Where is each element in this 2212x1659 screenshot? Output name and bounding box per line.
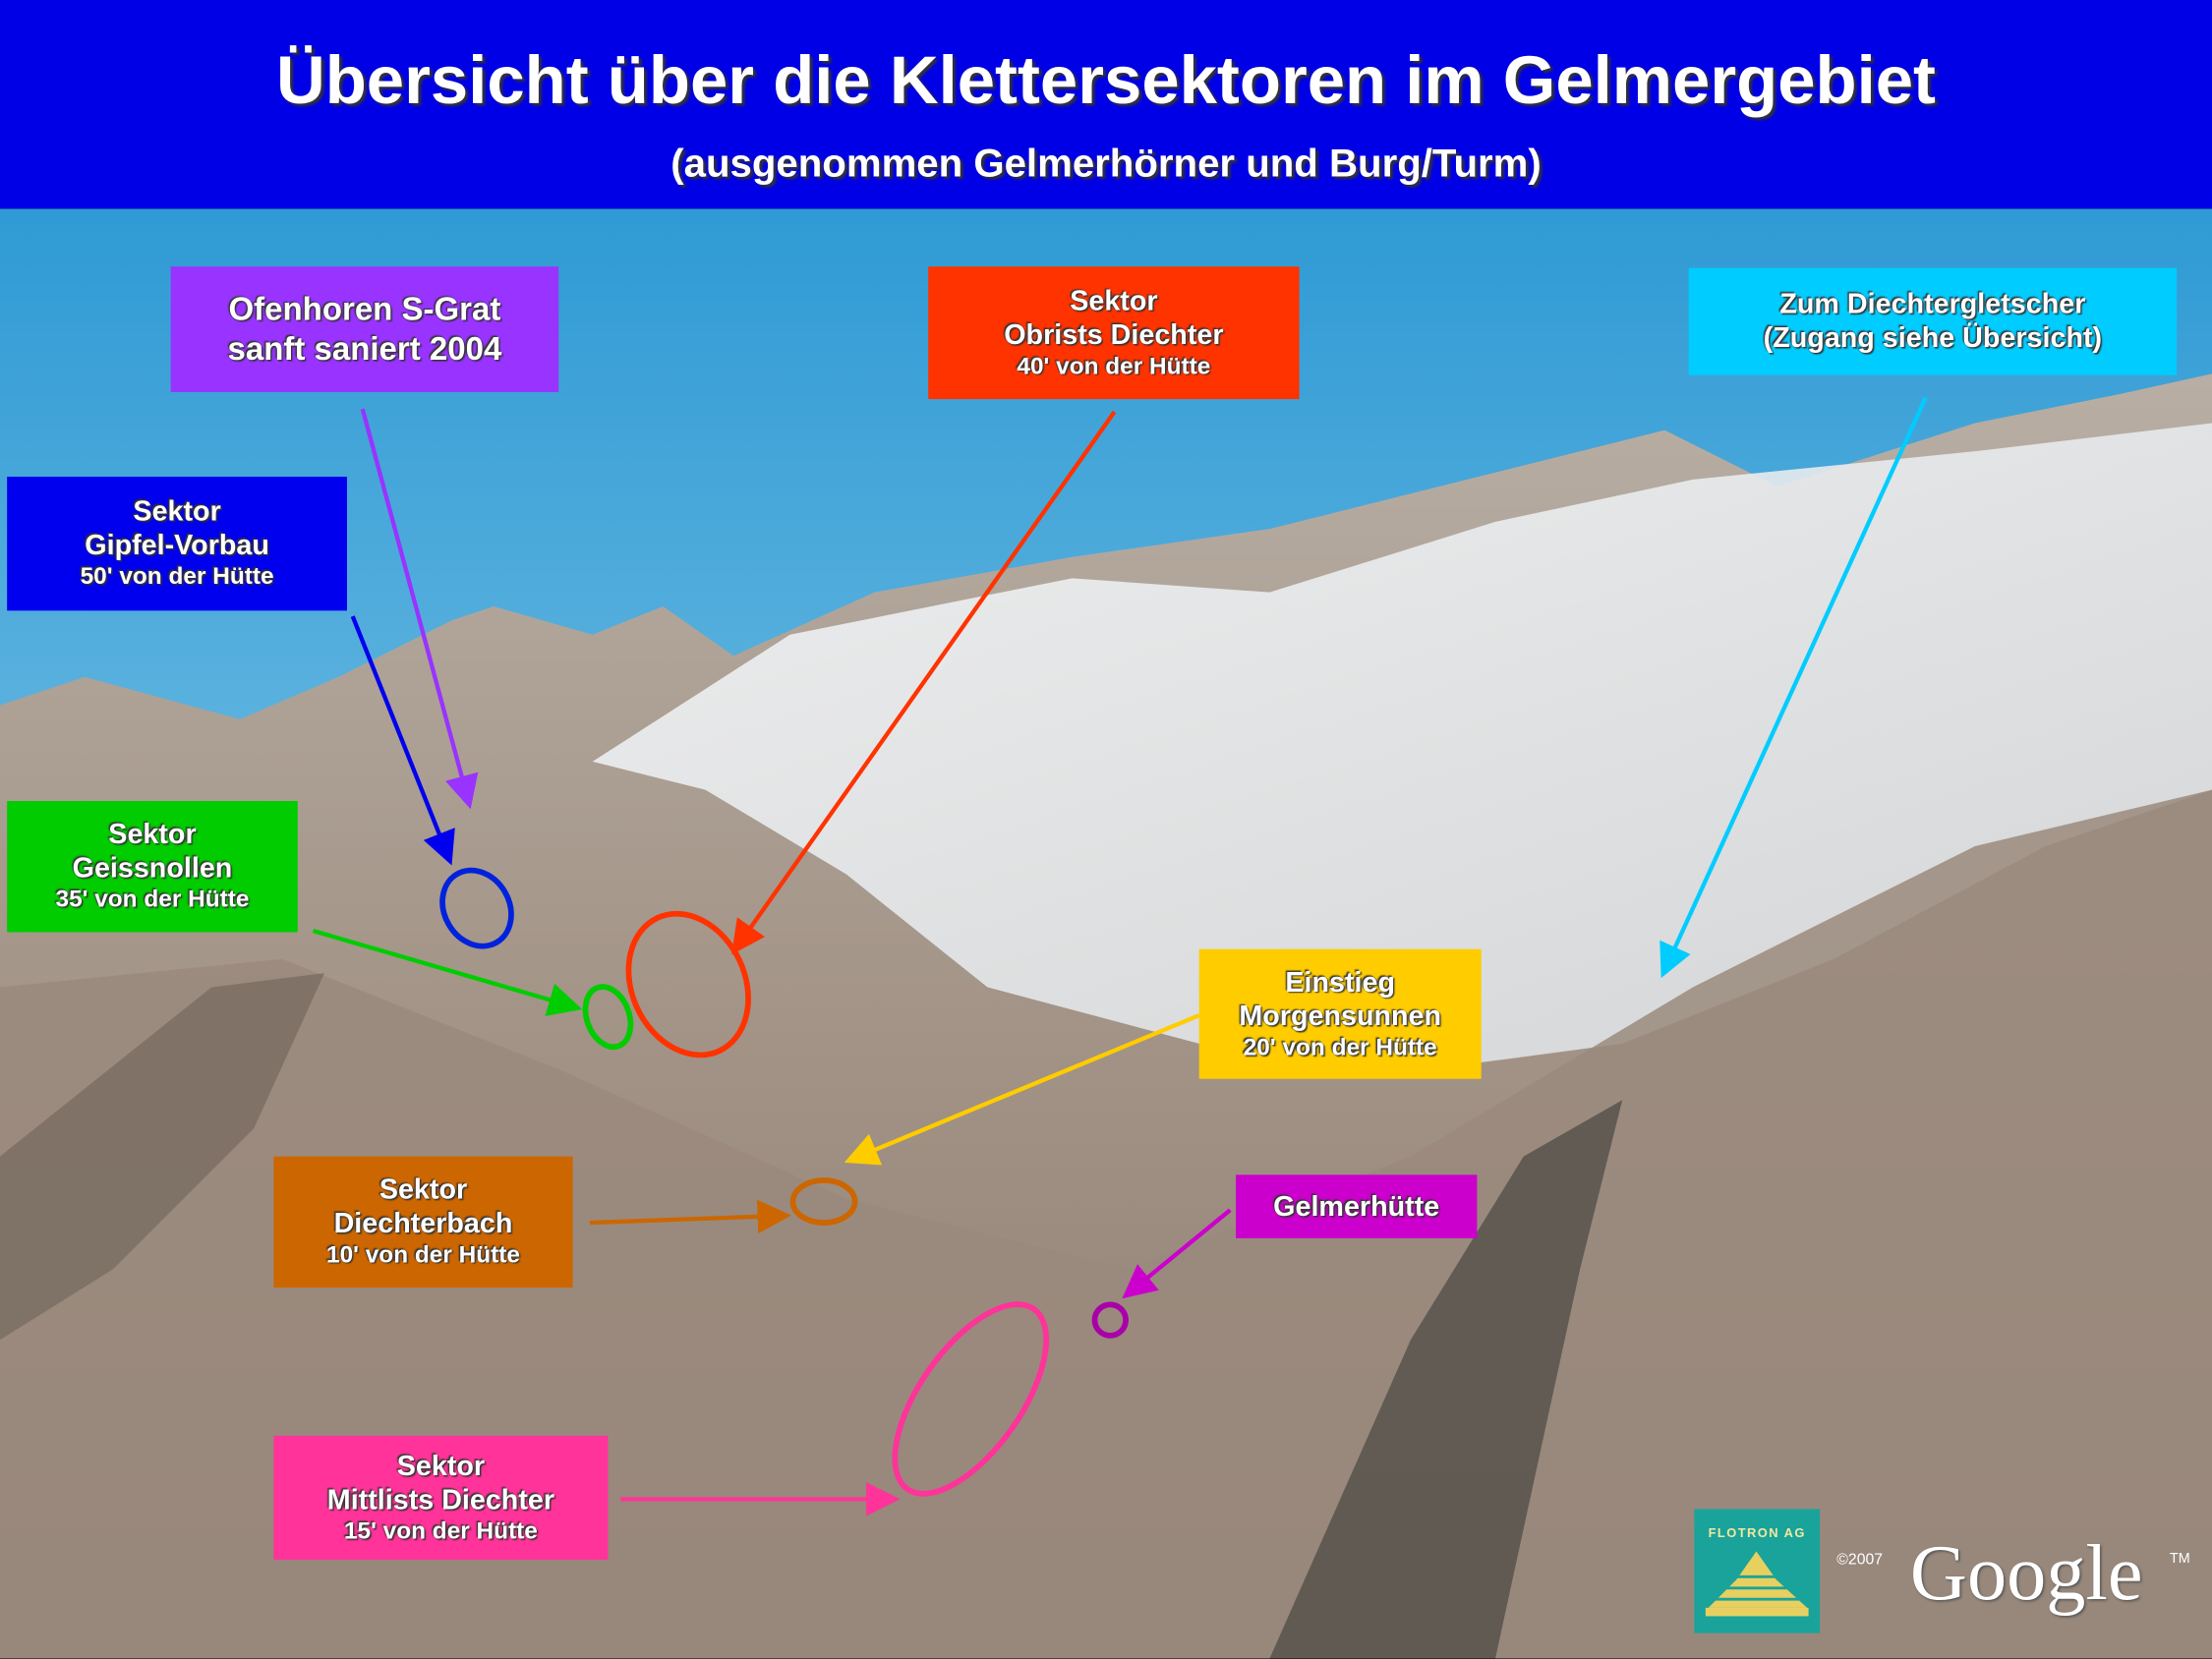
arrow-ofenhoren bbox=[360, 408, 479, 810]
label-text: Einstieg bbox=[1285, 967, 1396, 999]
label-text: Geissnollen bbox=[72, 853, 233, 886]
google-watermark: Google bbox=[1909, 1529, 2143, 1618]
arrow-einstieg bbox=[844, 1013, 1200, 1166]
label-gelmerhuette: Gelmerhütte bbox=[1236, 1174, 1478, 1238]
arrow-obrists bbox=[731, 410, 1117, 955]
label-text: Ofenhoren S-Grat bbox=[228, 290, 501, 327]
label-text: Diechterbach bbox=[333, 1209, 513, 1240]
page-subtitle: (ausgenommen Gelmerhörner und Burg/Turm) bbox=[670, 141, 1542, 185]
label-text: Sektor bbox=[108, 820, 197, 851]
label-einstieg-morgensunnen: Einstieg Morgensunnen 20' von der Hütte bbox=[1198, 948, 1482, 1079]
label-text: 20' von der Hütte bbox=[1243, 1033, 1437, 1060]
label-text: 15' von der Hütte bbox=[343, 1516, 538, 1544]
label-text: sanft saniert 2004 bbox=[227, 329, 502, 367]
title-bar: Übersicht über die Klettersektoren im Ge… bbox=[0, 0, 2212, 209]
label-obrists-diechter: Sektor Obrists Diechter 40' von der Hütt… bbox=[928, 266, 1300, 400]
label-text: Zum Diechtergletscher bbox=[1779, 289, 2086, 320]
arrow-gelmerhuette bbox=[1122, 1208, 1232, 1299]
page-title: Übersicht über die Klettersektoren im Ge… bbox=[275, 43, 1936, 119]
label-text: 10' von der Hütte bbox=[326, 1241, 520, 1269]
copyright-text: ©2007 bbox=[1836, 1551, 1884, 1569]
label-text: Obrists Diechter bbox=[1004, 319, 1224, 352]
logo-text: FLOTRON AG bbox=[1708, 1525, 1806, 1540]
label-diechtergletscher: Zum Diechtergletscher (Zugang siehe Über… bbox=[1688, 267, 2178, 375]
label-text: Mittlists Diechter bbox=[326, 1484, 555, 1516]
label-ofenhoren: Ofenhoren S-Grat sanft saniert 2004 bbox=[170, 266, 559, 392]
arrow-diechtergletscher bbox=[1659, 396, 1928, 979]
trademark-text: TM bbox=[2169, 1551, 2190, 1568]
label-gipfel-vorbau: Sektor Gipfel-Vorbau 50' von der Hütte bbox=[7, 477, 347, 611]
arrow-gipfel bbox=[350, 615, 455, 866]
label-text: (Zugang siehe Übersicht) bbox=[1763, 322, 2103, 355]
logo-mountain-icon bbox=[1701, 1551, 1815, 1617]
arrow-diechterbach bbox=[589, 1199, 792, 1234]
flotron-logo: FLOTRON AG bbox=[1694, 1509, 1821, 1633]
marker-mittlists bbox=[892, 1301, 1050, 1497]
label-text: 50' von der Hütte bbox=[80, 562, 274, 591]
label-text: Sektor bbox=[378, 1174, 468, 1207]
marker-geissnollen bbox=[582, 984, 634, 1051]
label-text: Sektor bbox=[396, 1451, 486, 1482]
label-text: 40' von der Hütte bbox=[1017, 352, 1211, 379]
marker-obrists bbox=[625, 910, 751, 1058]
label-text: Gipfel-Vorbau bbox=[85, 530, 269, 562]
marker-diechterbach bbox=[789, 1177, 858, 1226]
label-mittlists-diechter: Sektor Mittlists Diechter 15' von der Hü… bbox=[273, 1435, 609, 1561]
marker-gelmerhuette bbox=[1091, 1301, 1129, 1339]
label-text: Sektor bbox=[1070, 286, 1158, 317]
label-text: Morgensunnen bbox=[1239, 1001, 1442, 1033]
marker-gipfel bbox=[439, 867, 514, 949]
label-text: 35' von der Hütte bbox=[55, 886, 250, 913]
label-geissnollen: Sektor Geissnollen 35' von der Hütte bbox=[7, 801, 298, 933]
label-text: Sektor bbox=[133, 496, 221, 529]
arrow-geissnollen bbox=[312, 929, 583, 1016]
label-text: Gelmerhütte bbox=[1273, 1190, 1440, 1223]
label-diechterbach: Sektor Diechterbach 10' von der Hütte bbox=[273, 1156, 573, 1288]
